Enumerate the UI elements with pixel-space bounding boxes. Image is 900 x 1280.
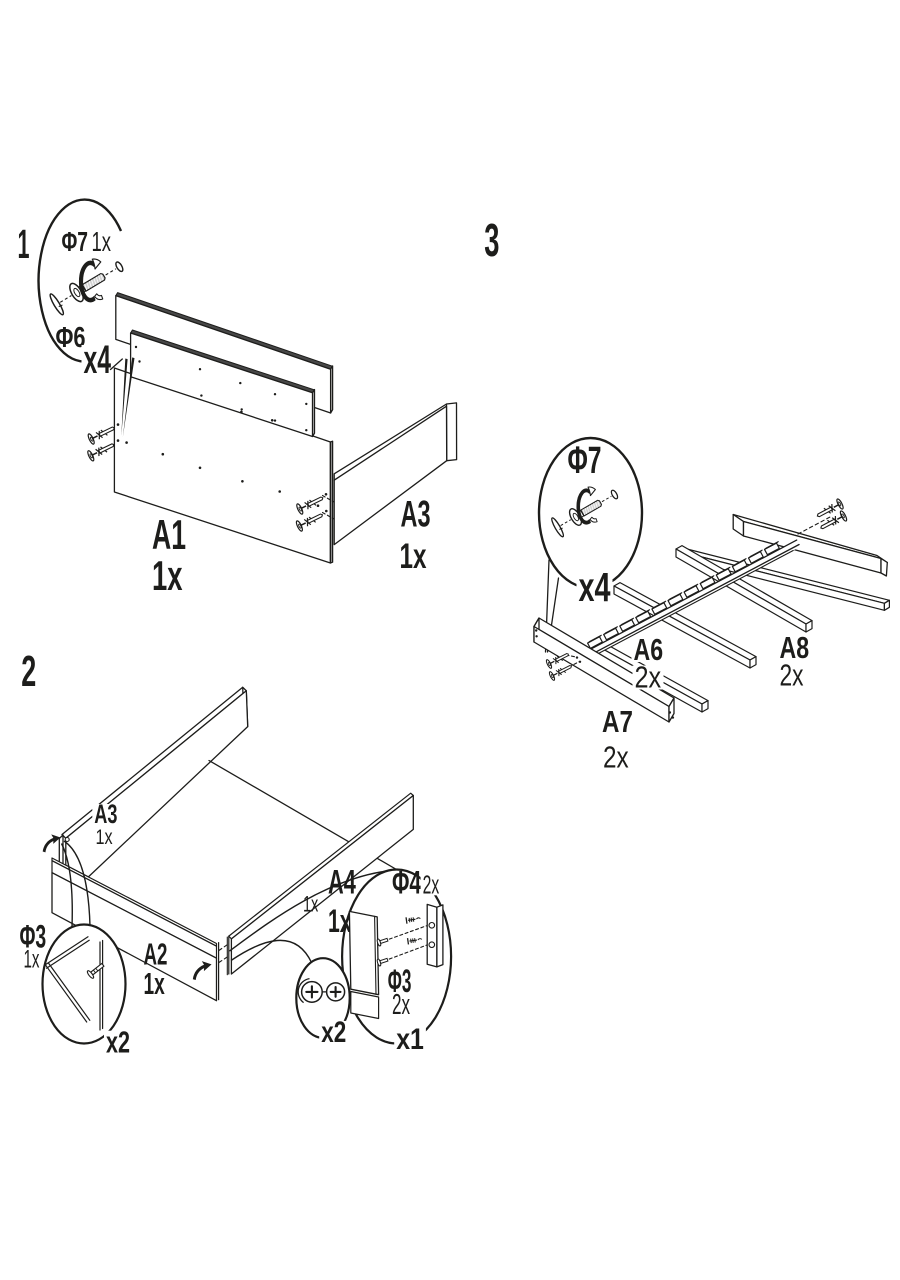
svg-text:1x: 1x — [24, 945, 40, 973]
svg-text:Φ6: Φ6 — [56, 322, 86, 354]
svg-text:A3: A3 — [94, 799, 117, 829]
svg-text:A2: A2 — [144, 937, 168, 972]
svg-text:A4: A4 — [328, 863, 356, 901]
svg-text:2x: 2x — [603, 740, 629, 775]
svg-text:x1: x1 — [396, 1023, 424, 1056]
svg-text:1x: 1x — [152, 552, 183, 599]
svg-text:Φ4: Φ4 — [392, 864, 421, 900]
svg-text:2x: 2x — [780, 658, 804, 693]
svg-text:3: 3 — [484, 214, 499, 266]
svg-text:1x: 1x — [144, 966, 166, 1001]
svg-text:x2: x2 — [321, 1016, 346, 1049]
svg-text:x2: x2 — [106, 1025, 130, 1060]
svg-text:1x: 1x — [96, 825, 113, 849]
svg-text:1x: 1x — [92, 226, 112, 257]
svg-text:2: 2 — [21, 648, 36, 696]
svg-text:Φ3: Φ3 — [388, 963, 412, 999]
svg-text:A6: A6 — [634, 632, 664, 667]
svg-text:2x: 2x — [635, 660, 662, 695]
svg-text:1: 1 — [18, 221, 30, 267]
svg-text:1x: 1x — [303, 891, 318, 916]
svg-text:1x: 1x — [400, 536, 427, 576]
svg-text:Φ3: Φ3 — [20, 917, 47, 954]
svg-text:Φ7: Φ7 — [62, 226, 89, 257]
svg-text:x4: x4 — [579, 564, 611, 610]
svg-text:A7: A7 — [602, 704, 633, 739]
svg-text:Φ7: Φ7 — [568, 440, 602, 482]
svg-text:2x: 2x — [423, 869, 440, 899]
svg-text:1x: 1x — [328, 903, 352, 939]
svg-text:x4: x4 — [84, 338, 112, 382]
svg-text:A3: A3 — [401, 493, 431, 535]
svg-text:2x: 2x — [392, 988, 410, 1020]
svg-text:A8: A8 — [780, 630, 810, 665]
svg-text:A1: A1 — [152, 511, 186, 558]
